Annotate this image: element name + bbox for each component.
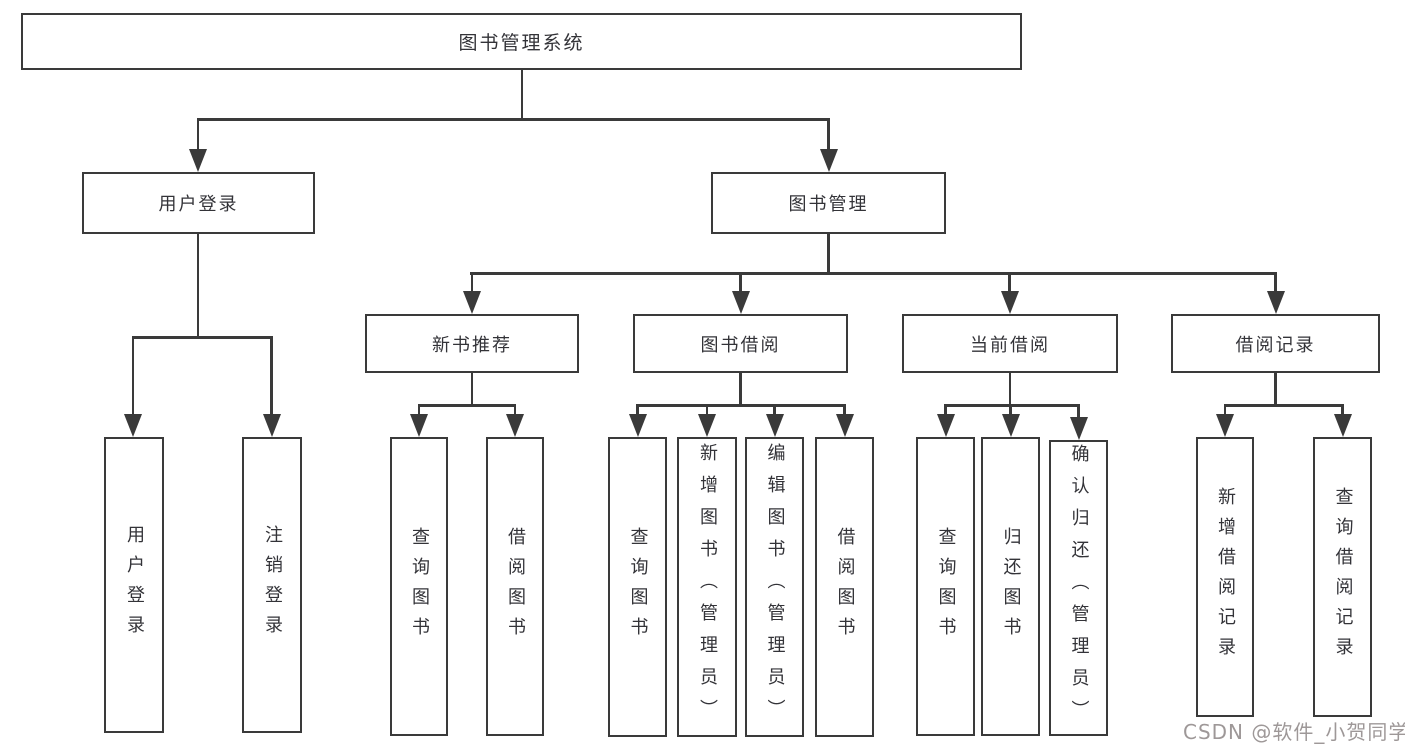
node-bb-add-books-admin: 新增图书（管理员） xyxy=(677,437,737,737)
connector-nb-leaf1-drop xyxy=(417,404,421,416)
connector-book-mgmt-branch xyxy=(469,272,1278,275)
connector-br-branch xyxy=(1223,404,1344,407)
connector-cb-leaf1-drop xyxy=(944,404,947,416)
node-label: 新增借阅记录 xyxy=(1215,487,1236,667)
connector-current-borrow-drop xyxy=(1008,272,1011,293)
arrowhead-user-login xyxy=(189,149,207,172)
node-nb-query-books: 查询图书 xyxy=(390,437,448,736)
connector-user-login-drop xyxy=(196,118,200,151)
node-label: 图书管理 xyxy=(788,194,869,215)
connector-level1-branch xyxy=(196,118,830,121)
node-current-borrow: 当前借阅 xyxy=(902,314,1118,373)
node-borrow-records: 借阅记录 xyxy=(1171,314,1380,373)
connector-bb-leaf1-drop xyxy=(636,404,639,416)
node-cb-confirm-return-admin: 确认归还（管理员） xyxy=(1049,440,1108,736)
arrowhead-book-mgmt xyxy=(819,149,838,172)
connector-user-group-stem xyxy=(196,234,200,338)
node-bb-query-books: 查询图书 xyxy=(608,437,667,737)
node-label: 归还图书 xyxy=(1000,526,1022,647)
connector-br-leaf1-drop xyxy=(1223,404,1227,416)
node-user-login-group: 用户登录 xyxy=(82,172,315,234)
arrowhead-cb-leaf1 xyxy=(936,414,955,437)
connector-new-book-drop xyxy=(470,272,474,293)
arrowhead-borrow-records xyxy=(1266,291,1285,314)
arrowhead-cb-leaf3 xyxy=(1069,417,1088,440)
node-label: 编辑图书（管理员） xyxy=(764,443,786,731)
arrowhead-logout-leaf xyxy=(262,414,281,437)
connector-user-group-branch xyxy=(131,336,273,339)
arrowhead-current-borrow xyxy=(1000,291,1019,314)
arrowhead-bb-leaf3 xyxy=(765,414,784,437)
connector-cb-branch xyxy=(944,404,1080,407)
node-label: 当前借阅 xyxy=(970,334,1050,356)
arrowhead-bb-leaf2 xyxy=(698,414,716,437)
node-label: 借阅记录 xyxy=(1235,334,1316,356)
connector-bb-stem xyxy=(739,373,742,406)
connector-book-borrow-drop xyxy=(739,272,742,293)
node-label: 注销登录 xyxy=(262,525,283,645)
node-logout: 注销登录 xyxy=(242,437,302,733)
node-label: 借阅图书 xyxy=(834,527,856,647)
connector-logout-leaf-drop xyxy=(270,336,273,416)
node-library-management-system: 图书管理系统 xyxy=(21,13,1022,70)
node-label: 查询借阅记录 xyxy=(1332,487,1354,667)
node-label: 查询图书 xyxy=(935,526,957,647)
node-br-add-record: 新增借阅记录 xyxy=(1196,437,1254,717)
node-label: 用户登录 xyxy=(158,194,239,215)
connector-book-mgmt-drop xyxy=(827,118,830,151)
node-cb-query-books: 查询图书 xyxy=(916,437,975,736)
connector-root-stem xyxy=(520,69,524,119)
connector-borrow-records-drop xyxy=(1274,272,1277,293)
arrowhead-new-book xyxy=(463,291,481,314)
node-br-query-record: 查询借阅记录 xyxy=(1313,437,1372,717)
node-bb-edit-books-admin: 编辑图书（管理员） xyxy=(745,437,804,737)
node-label: 查询图书 xyxy=(627,527,649,647)
connector-book-mgmt-stem xyxy=(827,234,830,274)
csdn-watermark: CSDN @软件_小贺同学 xyxy=(1183,720,1405,744)
connector-cb-leaf3-drop xyxy=(1077,404,1080,419)
node-nb-borrow-books: 借阅图书 xyxy=(486,437,544,736)
connector-bb-leaf4-drop xyxy=(843,404,846,416)
node-book-borrow: 图书借阅 xyxy=(633,314,848,373)
connector-br-stem xyxy=(1274,373,1277,406)
connector-nb-stem xyxy=(470,373,474,406)
arrowhead-nb-leaf2 xyxy=(506,414,524,437)
node-new-book-recommend: 新书推荐 xyxy=(365,314,579,373)
node-label: 图书借阅 xyxy=(700,334,781,356)
arrowhead-nb-leaf1 xyxy=(410,414,428,437)
connector-cb-stem xyxy=(1008,373,1012,406)
node-label: 新书推荐 xyxy=(432,334,512,356)
arrowhead-user-login-leaf xyxy=(124,414,142,437)
node-label: 用户登录 xyxy=(124,525,145,645)
node-user-login: 用户登录 xyxy=(104,437,164,733)
node-label: 新增图书（管理员） xyxy=(697,443,718,731)
node-label: 查询图书 xyxy=(409,526,430,647)
node-label: 图书管理系统 xyxy=(458,32,585,54)
connector-bb-leaf3-drop xyxy=(773,404,776,416)
arrowhead-book-borrow xyxy=(731,291,750,314)
connector-cb-leaf2-drop xyxy=(1009,404,1012,416)
node-cb-return-books: 归还图书 xyxy=(981,437,1040,736)
connector-br-leaf2-drop xyxy=(1341,404,1344,416)
connector-user-login-leaf-drop xyxy=(131,336,135,416)
arrowhead-cb-leaf2 xyxy=(1001,414,1020,437)
connector-nb-branch xyxy=(417,404,517,407)
arrowhead-br-leaf2 xyxy=(1333,414,1352,437)
connector-bb-leaf2-drop xyxy=(705,404,709,416)
arrowhead-br-leaf1 xyxy=(1216,414,1234,437)
node-bb-borrow-books: 借阅图书 xyxy=(815,437,874,737)
node-book-management: 图书管理 xyxy=(711,172,946,234)
connector-bb-branch xyxy=(636,404,846,407)
arrowhead-bb-leaf4 xyxy=(835,414,854,437)
arrowhead-bb-leaf1 xyxy=(628,414,647,437)
node-label: 确认归还（管理员） xyxy=(1068,444,1090,732)
connector-nb-leaf2-drop xyxy=(513,404,517,416)
node-label: 借阅图书 xyxy=(505,526,526,647)
